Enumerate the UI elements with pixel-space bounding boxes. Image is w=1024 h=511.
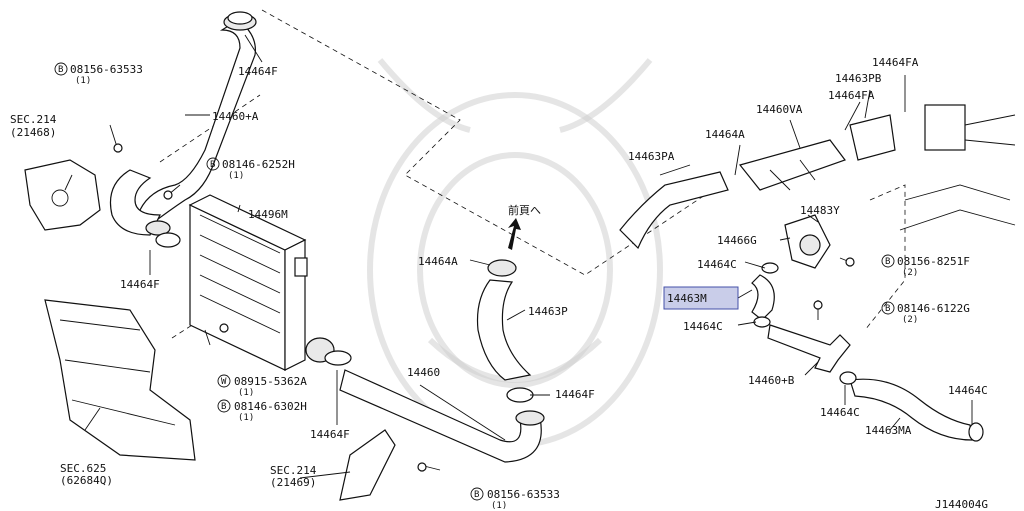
valve-14483y[interactable] [784, 214, 831, 269]
dashed-guides [159, 9, 906, 339]
svg-text:(2): (2) [902, 315, 918, 325]
hose-14463p[interactable] [476, 259, 534, 403]
svg-text:(1): (1) [491, 501, 507, 511]
hose-14463m[interactable] [751, 262, 779, 328]
callout-b5: B 08156-63533 (1) [470, 487, 560, 511]
sec-214-b-ref: (21469) [270, 476, 316, 489]
svg-text:08156-8251F: 08156-8251F [897, 255, 970, 268]
svg-text:08146-6302H: 08146-6302H [234, 400, 307, 413]
label-14483y: 14483Y [800, 204, 840, 217]
label-14496m: 14496M [248, 208, 288, 221]
svg-text:08156-63533: 08156-63533 [70, 63, 143, 76]
clamp-left[interactable] [155, 232, 181, 248]
svg-text:W: W [221, 377, 227, 387]
callout-b7: B 08146-6122G (2) [881, 301, 970, 325]
throttle-body[interactable] [899, 104, 1016, 231]
pipe-14460[interactable] [339, 369, 545, 463]
bolt-icons [109, 124, 855, 472]
label-14464f-top: 14464F [238, 65, 278, 78]
clamp-top[interactable] [227, 11, 253, 25]
label-14463m: 14463M [667, 292, 707, 305]
label-14464c-d: 14464C [948, 384, 988, 397]
svg-text:08146-6252H: 08146-6252H [222, 158, 295, 171]
label-14460b: 14460+B [748, 374, 795, 387]
svg-text:B: B [474, 490, 479, 500]
svg-text:(1): (1) [75, 76, 91, 86]
label-14460: 14460 [407, 366, 440, 379]
sec-214-b-title: SEC.214 [270, 464, 317, 477]
svg-text:08146-6122G: 08146-6122G [897, 302, 970, 315]
label-14464a-right: 14464A [705, 128, 745, 141]
label-14463pa: 14463PA [628, 150, 675, 163]
svg-text:B: B [885, 304, 890, 314]
sec-214-a-title: SEC.214 [10, 113, 57, 126]
section-refs: SEC.214 (21468) SEC.625 (62684Q) SEC.214… [10, 113, 317, 489]
sec-625-title: SEC.625 [60, 462, 106, 475]
svg-text:B: B [210, 160, 215, 170]
label-14464c-a: 14464C [697, 258, 737, 271]
callout-b2: B 08146-6252H (1) [206, 157, 295, 181]
svg-text:08915-5362A: 08915-5362A [234, 375, 307, 388]
hose-14463pa[interactable] [619, 171, 729, 250]
watermark-emblem [367, 58, 663, 448]
sec-625-ref: (62684Q) [60, 474, 113, 487]
callout-b1: B 08156-63533 (1) [54, 62, 143, 86]
svg-text:(2): (2) [902, 268, 918, 278]
label-14464c-c: 14464C [820, 406, 860, 419]
svg-text:B: B [885, 257, 890, 267]
shroud-62684q[interactable] [44, 299, 196, 461]
label-14463pb: 14463PB [835, 72, 882, 85]
leader-lines [64, 34, 973, 479]
label-14464fa-a: 14464FA [828, 89, 875, 102]
forward-arrow-icon [508, 218, 521, 250]
callout-b6: B 08156-8251F (2) [881, 254, 970, 278]
svg-text:B: B [221, 402, 226, 412]
pipe-14460b[interactable] [767, 324, 851, 373]
bolt-callouts: B 08156-63533 (1) B 08146-6252H (1) W 08… [54, 62, 970, 511]
label-14463p: 14463P [528, 305, 568, 318]
label-14464f-right: 14464F [555, 388, 595, 401]
bracket-21469[interactable] [339, 429, 396, 501]
svg-text:(1): (1) [238, 388, 254, 398]
label-14460a: 14460+A [212, 110, 259, 123]
svg-text:08156-63533: 08156-63533 [487, 488, 560, 501]
svg-text:B: B [58, 65, 63, 75]
label-14463ma: 14463MA [865, 424, 912, 437]
svg-text:(1): (1) [228, 171, 244, 181]
pipe-14460a[interactable] [109, 13, 257, 236]
svg-text:(1): (1) [238, 413, 254, 423]
label-forward: 前頁へ [508, 203, 541, 217]
clamp-mid[interactable] [324, 350, 352, 366]
sec-214-a-ref: (21468) [10, 126, 56, 139]
highlight-box [663, 286, 739, 310]
pipe-14460va[interactable] [738, 139, 846, 191]
label-14464f-left: 14464F [120, 278, 160, 291]
label-14464f-mid: 14464F [310, 428, 350, 441]
hose-14463ma[interactable] [839, 371, 984, 442]
callout-b4: B 08146-6302H (1) [217, 399, 307, 423]
bracket-21468[interactable] [24, 159, 101, 231]
intercooler-14496m[interactable] [188, 194, 335, 371]
label-14464a-mid: 14464A [418, 255, 458, 268]
duct-14463pb[interactable] [849, 114, 896, 161]
callout-b3: W 08915-5362A (1) [217, 374, 307, 398]
label-14464fa-b: 14464FA [872, 56, 919, 69]
label-14460va: 14460VA [756, 103, 803, 116]
diagram-id: J144004G [935, 498, 988, 511]
part-labels: 14464F 14460+A 14464F 14496M 14464F 1446… [120, 56, 988, 441]
label-14466g: 14466G [717, 234, 757, 247]
label-14464c-b: 14464C [683, 320, 723, 333]
